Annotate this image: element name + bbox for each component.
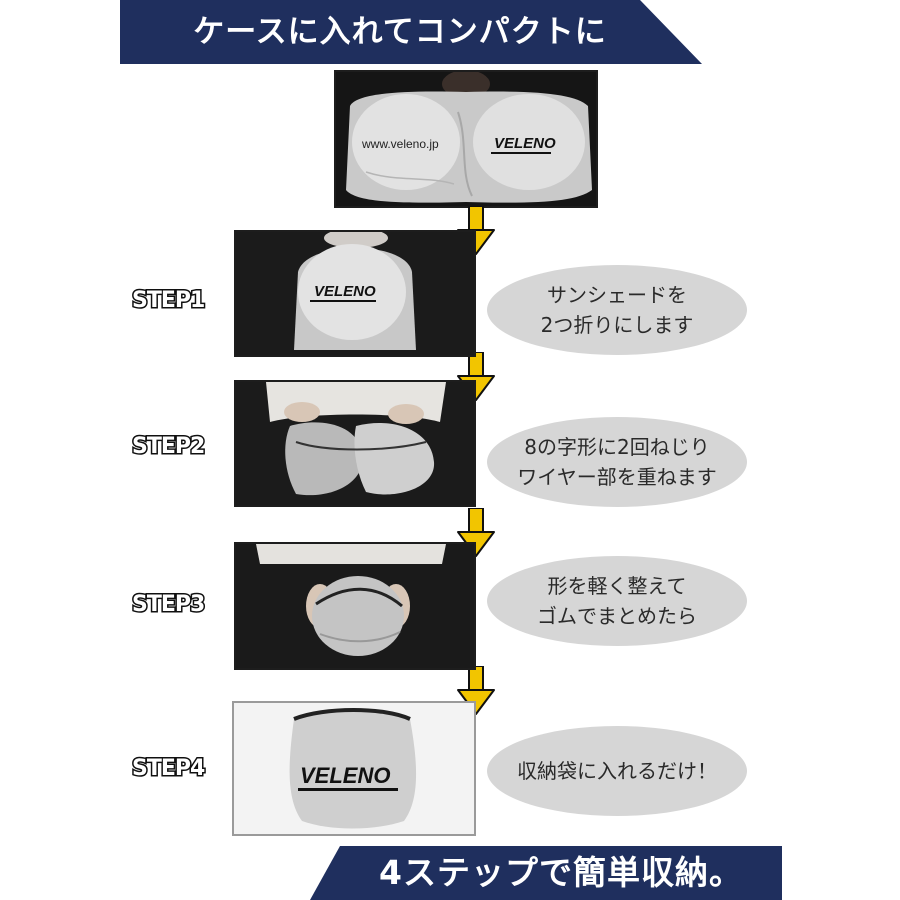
step1-photo: VELENO — [234, 230, 476, 357]
step2-text-line2: ワイヤー部を重ねます — [517, 465, 717, 489]
step3-photo — [234, 542, 476, 670]
step1-bubble: サンシェードを 2つ折りにします — [487, 265, 747, 355]
arrow-down-icon — [457, 666, 495, 715]
step-label-4: STEP4 — [131, 755, 207, 783]
step4-text-line1: 収納袋に入れるだけ！ — [517, 759, 717, 783]
footer-banner: 4ステップで簡単収納。 — [310, 846, 782, 900]
step4-bubble: 収納袋に入れるだけ！ — [487, 726, 747, 816]
step4-photo: VELENO — [232, 701, 476, 836]
step-label-3: STEP3 — [131, 591, 207, 619]
step3-bubble: 形を軽く整えて ゴムでまとめたら — [487, 556, 747, 646]
header-banner-shape — [120, 0, 702, 64]
veleno-logo: VELENO — [494, 135, 556, 152]
page-title: ケースに入れてコンパクトに — [193, 14, 607, 50]
step2-photo — [234, 380, 476, 507]
hero-photo: www.veleno.jp VELENO — [334, 70, 598, 208]
svg-text:VELENO: VELENO — [300, 763, 390, 788]
footer-banner-shape — [310, 846, 782, 900]
svg-text:VELENO: VELENO — [314, 283, 376, 300]
url-print: www.veleno.jp — [361, 137, 439, 151]
step3-text-line1: 形を軽く整えて — [547, 574, 687, 598]
step1-text-line1: サンシェードを — [547, 283, 687, 307]
footer-title: 4ステップで簡単収納。 — [379, 853, 743, 892]
step1-text-line2: 2つ折りにします — [540, 313, 694, 337]
step-label-1: STEP1 — [131, 287, 207, 315]
step3-text-line2: ゴムでまとめたら — [537, 604, 697, 628]
header-banner: ケースに入れてコンパクトに — [120, 0, 702, 64]
step2-text-line1: 8の字形に2回ねじり — [524, 435, 710, 459]
step2-bubble: 8の字形に2回ねじり ワイヤー部を重ねます — [487, 417, 747, 507]
step-label-2: STEP2 — [131, 433, 207, 461]
